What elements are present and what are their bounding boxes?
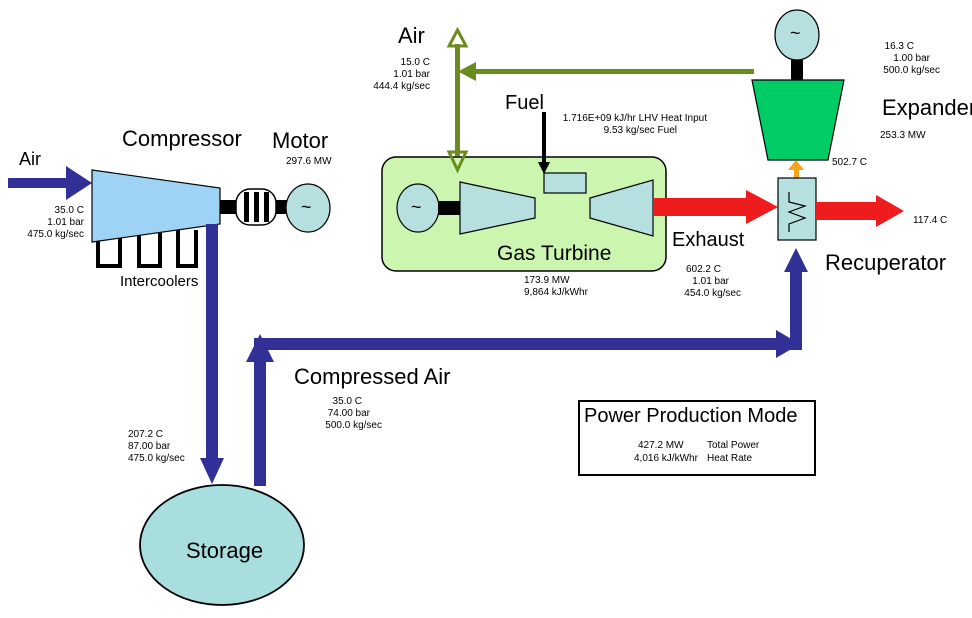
value-line: 475.0 kg/sec — [27, 229, 84, 240]
compressor-shaft — [220, 200, 236, 214]
value-line: 74.00 bar — [327, 408, 370, 419]
value-line: 1.00 bar — [893, 53, 930, 64]
motor-coupling — [235, 188, 277, 226]
value-line: 35.0 C — [332, 396, 362, 407]
outlet-air-label: Air — [398, 23, 425, 48]
total-power-label: Total Power — [707, 440, 760, 451]
compressed-air-label: Compressed Air — [294, 364, 451, 389]
value-line: 35.0 C — [54, 205, 84, 216]
value-line: 602.2 C — [685, 264, 721, 275]
gt-generator-symbol: ~ — [411, 197, 422, 217]
heat-rate-value: 4,016 kJ/kWhr — [634, 453, 698, 464]
compressor-label: Compressor — [122, 126, 242, 151]
value-line: 16.3 C — [884, 41, 914, 52]
storage-cavern — [139, 484, 305, 606]
stack-exhaust-arrow — [816, 195, 904, 227]
fuel-line — [538, 112, 550, 174]
value-line: 444.4 kg/sec — [373, 81, 430, 92]
gas-turbine-label: Gas Turbine — [497, 242, 612, 265]
total-power-value: 427.2 MW — [638, 440, 684, 451]
value-line: 1.716E+09 kJ/hr LHV Heat Input — [562, 113, 707, 124]
summary-title: Power Production Mode — [584, 405, 798, 427]
value-line: 207.2 C — [128, 429, 164, 440]
motor-generator-symbol: ~ — [301, 197, 312, 217]
storage-inlet-conditions: 207.2 C 87.00 bar 475.0 kg/sec — [128, 429, 185, 465]
value-line: 500.0 kg/sec — [883, 65, 940, 76]
motor-label: Motor — [272, 128, 329, 153]
power-production-summary: Power Production Mode 427.2 MW Total Pow… — [578, 400, 816, 476]
outlet-air-conditions: 15.0 C 1.01 bar 444.4 kg/sec — [368, 57, 430, 93]
intercoolers — [96, 228, 198, 268]
intercoolers-label: Intercoolers — [120, 273, 199, 290]
compressor — [91, 169, 221, 243]
storage-label: Storage — [186, 538, 264, 563]
value-line: 1.01 bar — [393, 69, 430, 80]
gas-turbine-turbine — [589, 179, 654, 237]
recuperator-label: Recuperator — [825, 250, 947, 275]
expander — [751, 79, 845, 161]
value-line: 1.01 bar — [47, 217, 84, 228]
inlet-air-label: Air — [19, 149, 41, 169]
expander-inlet-temp: 502.7 C — [832, 157, 868, 168]
value-line: 475.0 kg/sec — [128, 453, 185, 464]
compressed-air-conditions: 35.0 C 74.00 bar 500.0 kg/sec — [320, 396, 382, 432]
gas-turbine-compressor — [459, 181, 536, 235]
storage-to-recuperator-flow — [246, 248, 808, 486]
value-line: 9,864 kJ/kWhr — [524, 287, 588, 298]
expander-inlet-conditions: 16.3 C 1.00 bar 500.0 kg/sec — [870, 41, 940, 77]
heat-rate-label: Heat Rate — [707, 453, 753, 464]
exhaust-conditions: 602.2 C 1.01 bar 454.0 kg/sec — [675, 264, 741, 300]
value-line: 173.9 MW — [524, 275, 570, 286]
expander-power: 253.3 MW — [880, 130, 926, 141]
value-line: 87.00 bar — [128, 441, 171, 452]
exhaust-label: Exhaust — [672, 229, 745, 251]
combustor — [543, 172, 587, 194]
fuel-label: Fuel — [505, 92, 544, 114]
expander-air-line — [446, 26, 754, 174]
expander-generator-symbol: ~ — [790, 23, 801, 43]
exhaust-flow-arrow — [653, 190, 778, 224]
value-line: 500.0 kg/sec — [325, 420, 382, 431]
compressor-inlet-conditions: 35.0 C 1.01 bar 475.0 kg/sec — [24, 205, 84, 241]
value-line: 454.0 kg/sec — [684, 288, 741, 299]
inlet-air-arrow — [8, 166, 92, 200]
gas-turbine-performance: 173.9 MW 9,864 kJ/kWhr — [524, 275, 588, 299]
value-line: 9.53 kg/sec Fuel — [603, 125, 677, 136]
value-line: 1.01 bar — [692, 276, 729, 287]
fuel-conditions: 1.716E+09 kJ/hr LHV Heat Input 9.53 kg/s… — [560, 113, 707, 137]
recuperator-to-expander-arrow — [788, 160, 804, 180]
motor — [285, 183, 331, 233]
stack-temp: 117.4 C — [913, 215, 948, 226]
expander-label: Expander — [882, 95, 972, 120]
motor-power: 297.6 MW — [286, 156, 332, 167]
recuperator — [777, 177, 817, 241]
value-line: 15.0 C — [400, 57, 430, 68]
compressor-to-storage-flow — [200, 224, 224, 484]
